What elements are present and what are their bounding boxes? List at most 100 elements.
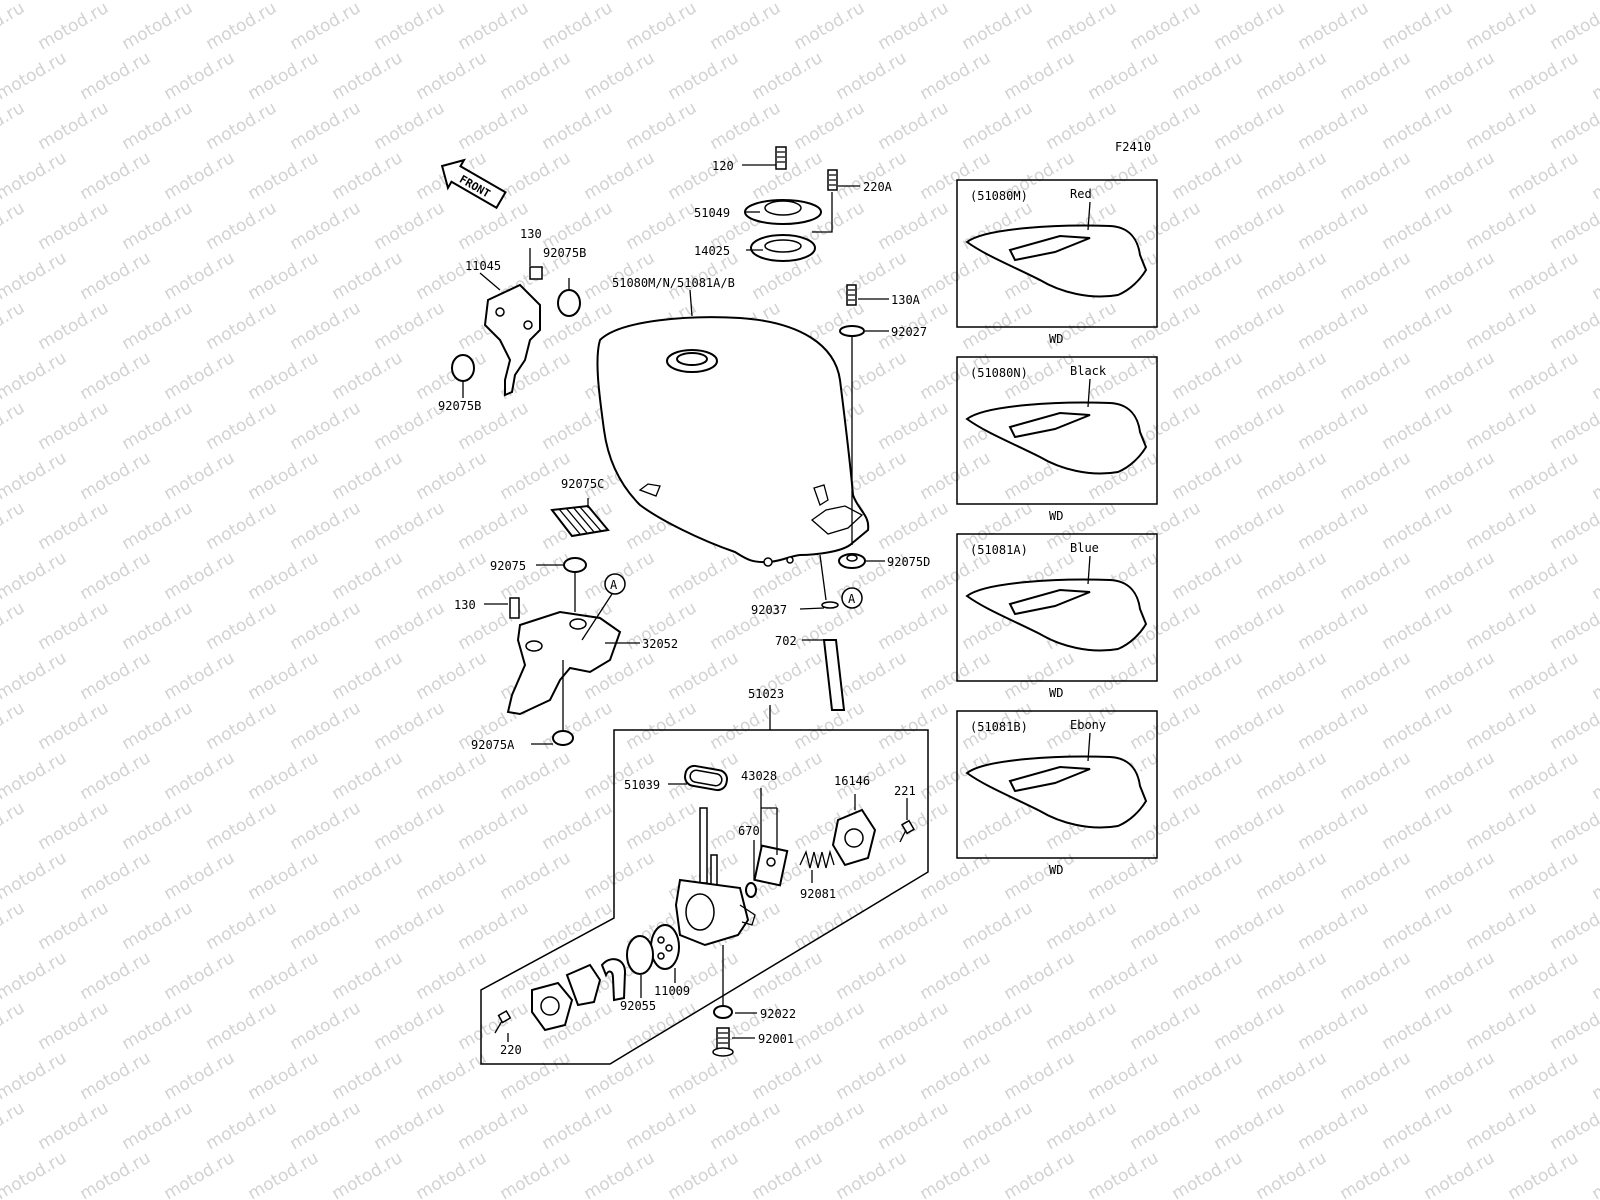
watermark-text: motod.ru [245, 148, 323, 204]
watermark-text: motod.ru [1253, 448, 1331, 504]
watermark-text: motod.ru [623, 1098, 701, 1154]
watermark-text: motod.ru [119, 98, 197, 154]
label-11045: 11045 [465, 259, 501, 273]
label-130-top: 130 [520, 227, 542, 241]
watermark-text: motod.ru [917, 448, 995, 504]
watermark-text: motod.ru [1211, 98, 1289, 154]
watermark-text: motod.ru [1421, 848, 1499, 904]
watermark-text: motod.ru [203, 998, 281, 1054]
watermark-text: motod.ru [287, 0, 365, 54]
variant-tank-silhouette [965, 578, 1148, 652]
watermark-text: motod.ru [1169, 848, 1247, 904]
watermark-text: motod.ru [665, 1048, 743, 1104]
watermark-text: motod.ru [1211, 298, 1289, 354]
label-120: 120 [712, 159, 734, 173]
watermark-text: motod.ru [161, 848, 239, 904]
watermark-text: motod.ru [413, 448, 491, 504]
watermark-text: motod.ru [1169, 348, 1247, 404]
watermark-text: motod.ru [791, 1098, 869, 1154]
watermark-text: motod.ru [1547, 298, 1600, 354]
watermark-text: motod.ru [77, 1048, 155, 1104]
watermark-text: motod.ru [1547, 0, 1600, 54]
label-92027: 92027 [891, 325, 927, 339]
watermark-text: motod.ru [161, 748, 239, 804]
watermark-text: motod.ru [623, 0, 701, 54]
watermark-text: motod.ru [1505, 448, 1583, 504]
watermark-text: motod.ru [1169, 748, 1247, 804]
watermark-text: motod.ru [0, 898, 28, 954]
watermark-text: motod.ru [1253, 1148, 1331, 1200]
watermark-text: motod.ru [1211, 0, 1289, 54]
watermark-text: motod.ru [1379, 498, 1457, 554]
label-220: 220 [500, 1043, 522, 1057]
watermark-text: motod.ru [1463, 398, 1541, 454]
watermark-text: motod.ru [1043, 0, 1121, 54]
watermark-text: motod.ru [539, 898, 617, 954]
watermark-text: motod.ru [0, 348, 70, 404]
watermark-text: motod.ru [1379, 298, 1457, 354]
watermark-text: motod.ru [287, 598, 365, 654]
label-130-mid: 130 [454, 598, 476, 612]
watermark-text: motod.ru [1505, 0, 1583, 4]
watermark-text: motod.ru [119, 498, 197, 554]
watermark-text: motod.ru [245, 1048, 323, 1104]
watermark-text: motod.ru [497, 1148, 575, 1200]
label-92075: 92075 [490, 559, 526, 573]
watermark-text: motod.ru [875, 698, 953, 754]
watermark-text: motod.ru [1421, 748, 1499, 804]
watermark-text: motod.ru [1379, 698, 1457, 754]
watermark-text: motod.ru [581, 1048, 659, 1104]
watermark-text: motod.ru [959, 798, 1037, 854]
watermark-text: motod.ru [413, 48, 491, 104]
watermark-text: motod.ru [35, 398, 113, 454]
watermark-text: motod.ru [1253, 1048, 1331, 1104]
variant-note: WD [1049, 509, 1063, 523]
watermark-text: motod.ru [1589, 248, 1600, 304]
watermark-text: motod.ru [959, 0, 1037, 54]
watermark-text: motod.ru [371, 698, 449, 754]
watermark-text: motod.ru [1001, 1048, 1079, 1104]
watermark-text: motod.ru [1337, 0, 1415, 4]
watermark-text: motod.ru [203, 898, 281, 954]
watermark-text: motod.ru [245, 548, 323, 604]
watermark-text: motod.ru [1211, 198, 1289, 254]
watermark-text: motod.ru [1379, 0, 1457, 54]
watermark-text: motod.ru [749, 1048, 827, 1104]
watermark-text: motod.ru [0, 948, 70, 1004]
watermark-text: motod.ru [1463, 598, 1541, 654]
watermark-text: motod.ru [707, 698, 785, 754]
watermark-text: motod.ru [119, 698, 197, 754]
watermark-text: motod.ru [1463, 998, 1541, 1054]
watermark-text: motod.ru [1589, 948, 1600, 1004]
watermark-text: motod.ru [1169, 448, 1247, 504]
watermark-text: motod.ru [875, 598, 953, 654]
watermark-text: motod.ru [1463, 298, 1541, 354]
watermark-text: motod.ru [329, 1048, 407, 1104]
watermark-text: motod.ru [413, 548, 491, 604]
watermark-text: motod.ru [1043, 898, 1121, 954]
variant-part-code: (51080M) [970, 189, 1028, 203]
watermark-text: motod.ru [1211, 898, 1289, 954]
watermark-text: motod.ru [707, 1098, 785, 1154]
watermark-text: motod.ru [35, 498, 113, 554]
label-92075A: 92075A [471, 738, 515, 752]
watermark-text: motod.ru [833, 948, 911, 1004]
watermark-text: motod.ru [1463, 798, 1541, 854]
watermark-text: motod.ru [245, 0, 323, 4]
watermark-text: motod.ru [329, 248, 407, 304]
watermark-text: motod.ru [203, 498, 281, 554]
watermark-text: motod.ru [581, 48, 659, 104]
watermark-text: motod.ru [329, 48, 407, 104]
watermark-text: motod.ru [833, 48, 911, 104]
variant-color-name: Blue [1070, 541, 1099, 555]
label-92081: 92081 [800, 887, 836, 901]
bracket-32052 [506, 557, 863, 746]
watermark-text: motod.ru [0, 498, 28, 554]
watermark-text: motod.ru [77, 0, 155, 4]
watermark-text: motod.ru [833, 648, 911, 704]
watermark-text: motod.ru [749, 148, 827, 204]
watermark-text: motod.ru [161, 948, 239, 1004]
